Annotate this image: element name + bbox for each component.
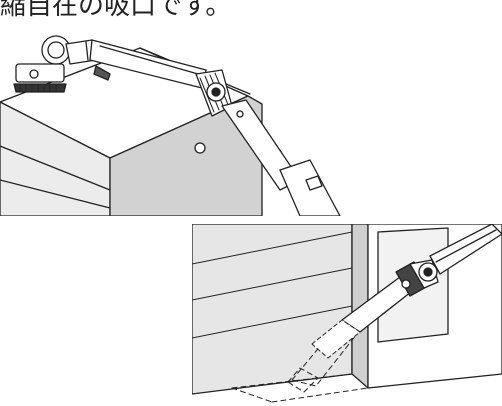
vacuum-with-brush-nozzle-on-cabinet-top-icon bbox=[0, 35, 341, 216]
manual-caption: 縮自在の吸口です。 bbox=[0, 0, 232, 21]
vacuum-nozzle-under-cabinet-gap-icon bbox=[192, 224, 502, 403]
